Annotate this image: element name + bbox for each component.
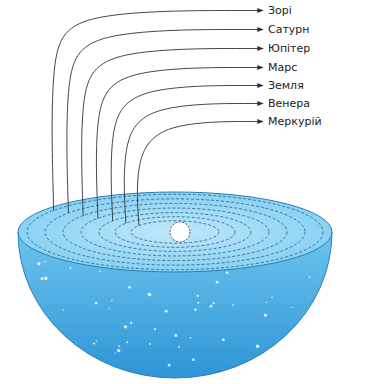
star — [93, 342, 95, 344]
star — [178, 346, 180, 348]
star — [44, 277, 47, 280]
orbit — [45, 199, 305, 265]
star — [37, 262, 40, 265]
star — [165, 310, 168, 313]
star — [126, 341, 128, 343]
star — [63, 309, 64, 310]
star — [216, 281, 219, 284]
star — [69, 267, 71, 269]
star — [130, 322, 132, 324]
orbit — [27, 194, 323, 269]
star — [190, 337, 192, 339]
star — [109, 308, 110, 309]
star — [222, 338, 225, 341]
star — [226, 272, 228, 274]
star — [168, 364, 171, 367]
star — [174, 334, 177, 337]
star — [192, 358, 195, 361]
star — [194, 309, 196, 311]
star — [197, 302, 199, 304]
orbit — [81, 208, 269, 256]
star — [117, 349, 120, 352]
body-label: Земля — [266, 79, 306, 92]
star — [128, 286, 130, 288]
body-label: Меркурій — [266, 115, 324, 128]
star — [41, 277, 44, 280]
orbit — [99, 213, 251, 252]
star — [210, 305, 213, 308]
sun — [170, 222, 190, 242]
body-label: Венера — [266, 97, 312, 110]
body-label: Сатурн — [266, 23, 312, 36]
leader-arrow — [52, 11, 263, 211]
leader-arrow — [96, 68, 263, 219]
star — [256, 345, 259, 348]
star — [264, 314, 267, 317]
ecliptic-plane — [18, 192, 332, 272]
orbit — [63, 203, 287, 260]
star — [148, 293, 151, 296]
star — [44, 261, 45, 262]
star — [271, 297, 272, 298]
star — [213, 302, 215, 304]
star — [118, 345, 120, 347]
star — [111, 300, 113, 302]
star — [115, 352, 116, 353]
star — [266, 302, 268, 304]
star — [291, 307, 292, 308]
leader-arrow — [137, 122, 263, 226]
star — [197, 295, 199, 297]
star — [154, 328, 156, 330]
star — [232, 304, 234, 306]
leader-arrow — [82, 49, 263, 216]
star — [99, 270, 101, 272]
body-label: Зорі — [266, 4, 294, 17]
star — [149, 343, 151, 345]
star — [309, 276, 310, 277]
star — [124, 325, 127, 328]
orbit — [131, 221, 219, 243]
leader-lines — [52, 11, 263, 226]
star — [148, 293, 151, 296]
star — [95, 302, 98, 305]
body-label: Юпітер — [266, 42, 312, 55]
star — [96, 340, 97, 341]
orbit — [115, 217, 235, 248]
orbits — [27, 194, 323, 269]
body-label: Марс — [266, 61, 299, 74]
